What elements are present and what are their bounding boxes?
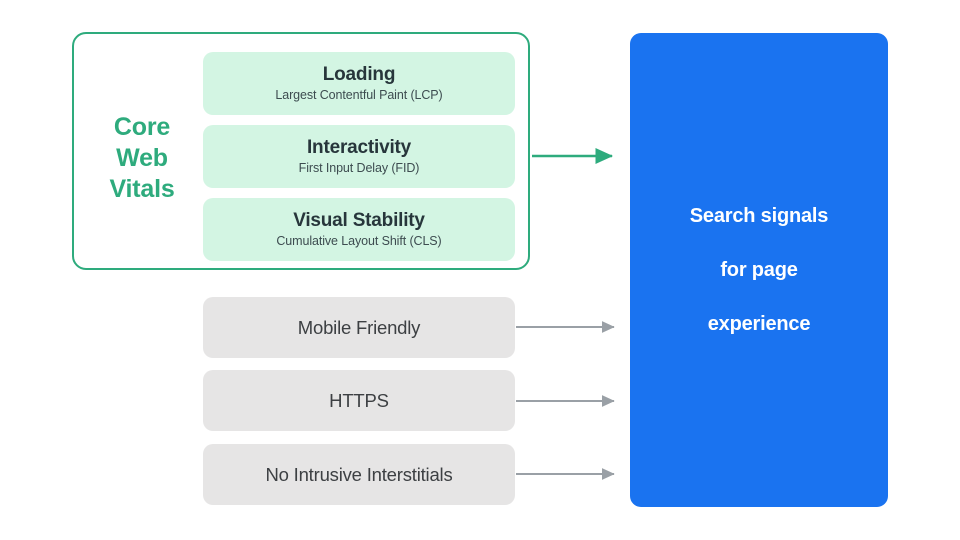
search-signals-outcome-box[interactable]: Search signals for page experience bbox=[630, 33, 888, 507]
vital-card-interactivity[interactable]: Interactivity First Input Delay (FID) bbox=[203, 125, 515, 188]
core-web-vitals-group-label: Core Web Vitals bbox=[88, 112, 196, 205]
vital-card-title: Interactivity bbox=[306, 137, 412, 158]
signal-card-mobile-friendly[interactable]: Mobile Friendly bbox=[203, 297, 515, 358]
core-web-vitals-label-line-3: Vitals bbox=[109, 175, 175, 203]
outcome-label-line-3: experience bbox=[707, 312, 811, 335]
vital-card-subtitle: Cumulative Layout Shift (CLS) bbox=[276, 234, 442, 248]
vital-card-subtitle: Largest Contentful Paint (LCP) bbox=[275, 88, 443, 102]
signal-card-no-intrusive-interstitials[interactable]: No Intrusive Interstitials bbox=[203, 444, 515, 505]
signal-card-label: HTTPS bbox=[329, 389, 389, 411]
vital-card-subtitle: First Input Delay (FID) bbox=[298, 161, 420, 175]
vital-card-title: Visual Stability bbox=[293, 210, 425, 231]
vital-card-title: Loading bbox=[322, 64, 396, 85]
outcome-label-line-2: for page bbox=[720, 258, 798, 281]
core-web-vitals-label-line-2: Web bbox=[116, 144, 168, 172]
search-signals-outcome-label: Search signals for page experience bbox=[689, 176, 829, 365]
signal-card-https[interactable]: HTTPS bbox=[203, 370, 515, 431]
signal-card-label: Mobile Friendly bbox=[297, 316, 421, 338]
vital-card-loading[interactable]: Loading Largest Contentful Paint (LCP) bbox=[203, 52, 515, 115]
core-web-vitals-label-line-1: Core bbox=[113, 113, 171, 141]
signal-card-label: No Intrusive Interstitials bbox=[265, 463, 453, 485]
outcome-label-line-1: Search signals bbox=[689, 204, 829, 227]
vital-card-visual-stability[interactable]: Visual Stability Cumulative Layout Shift… bbox=[203, 198, 515, 261]
